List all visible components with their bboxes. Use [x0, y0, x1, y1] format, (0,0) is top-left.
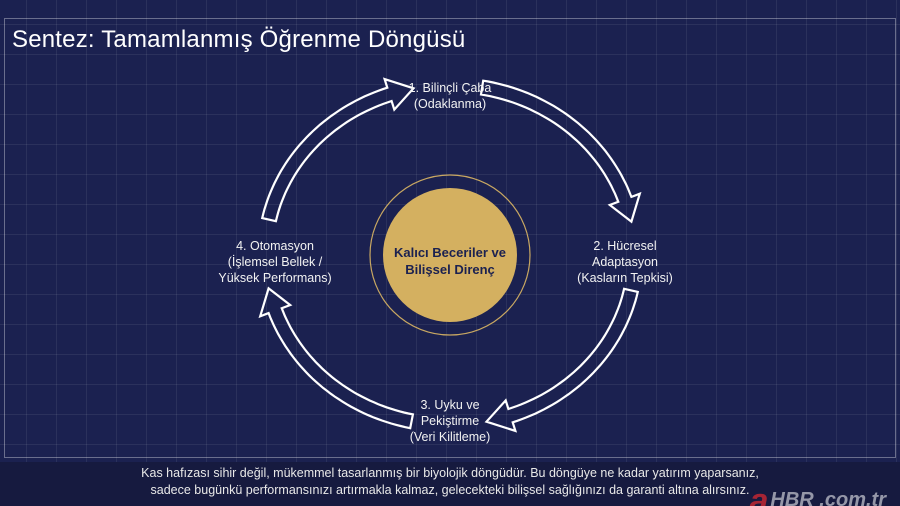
watermark-text: HBR .com.tr — [770, 489, 886, 506]
page-title: Sentez: Tamamlanmış Öğrenme Döngüsü — [12, 26, 466, 53]
step-1-title: 1. Bilinçli Çaba — [408, 81, 492, 95]
arrow-1-to-2 — [479, 79, 642, 224]
step-4-subtitle-2: Yüksek Performans) — [218, 271, 332, 285]
step-3-title: 3. Uyku ve — [420, 398, 480, 412]
slide-frame — [4, 18, 896, 458]
step-2-label: 2. Hücresel Adaptasyon (Kasların Tepkisi… — [560, 238, 690, 286]
step-1-subtitle: (Odaklanma) — [413, 97, 487, 111]
step-2-title-2: Adaptasyon — [591, 255, 659, 269]
footer-line-2: sadece bugünkü performansınızı artırmakl… — [150, 483, 750, 497]
arrow-4-to-1 — [260, 77, 416, 223]
center-label-line2: Bilişsel Direnç — [405, 262, 495, 277]
watermark-mark: a — [749, 482, 769, 506]
step-3-title-2: Pekiştirme — [420, 414, 480, 428]
step-4-title: 4. Otomasyon — [236, 239, 314, 253]
step-1-label: 1. Bilinçli Çaba (Odaklanma) — [380, 80, 520, 112]
center-label-line1: Kalıcı Beceriler ve — [393, 245, 507, 260]
step-3-label: 3. Uyku ve Pekiştirme (Veri Kilitleme) — [385, 397, 515, 445]
center-label: Kalıcı Beceriler ve Bilişsel Direnç — [375, 244, 525, 278]
step-3-subtitle: (Veri Kilitleme) — [409, 430, 491, 444]
arrow-3-to-4 — [258, 286, 415, 430]
step-4-subtitle: (İşlemsel Bellek / — [227, 255, 323, 269]
step-4-label: 4. Otomasyon (İşlemsel Bellek / Yüksek P… — [200, 238, 350, 286]
arrow-2-to-3 — [484, 287, 640, 433]
footer-line-1: Kas hafızası sihir değil, mükemmel tasar… — [141, 466, 759, 480]
step-2-title: 2. Hücresel — [593, 239, 657, 253]
footer-bar: Kas hafızası sihir değil, mükemmel tasar… — [0, 462, 900, 506]
cycle-arrows — [258, 77, 642, 433]
step-2-subtitle: (Kasların Tepkisi) — [577, 271, 673, 285]
center-circle — [383, 188, 517, 322]
center-ring — [369, 174, 531, 336]
